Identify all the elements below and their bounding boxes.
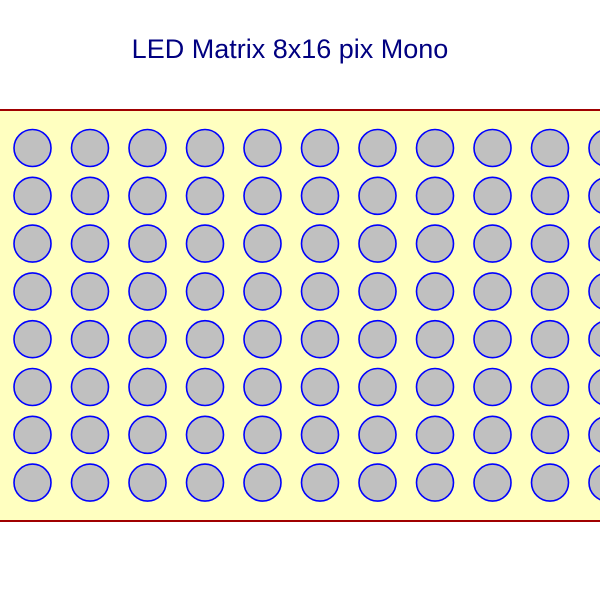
led-pixel-r7-c10: [588, 464, 600, 501]
led-pixel-r5-c3: [185, 367, 225, 407]
led-pixel-r0-c2: [128, 128, 167, 168]
led-pixel-r4-c7: [415, 319, 455, 359]
led-pixel-r0-c5: [300, 128, 340, 168]
led-pixel-r2-c10: [588, 225, 600, 262]
led-pixel-r0-c7: [415, 128, 455, 168]
led-pixel-r2-c8: [473, 224, 512, 263]
led-pixel-r2-c2: [128, 224, 167, 263]
led-pixel-r0-c9: [530, 128, 570, 168]
led-pixel-r7-c8: [473, 463, 512, 502]
led-pixel-r3-c9: [530, 272, 570, 311]
led-pixel-r7-c1: [70, 463, 110, 502]
led-pixel-r4-c1: [70, 319, 110, 359]
led-pixel-r0-c6: [358, 128, 397, 168]
led-pixel-r6-c6: [358, 415, 397, 455]
led-pixel-r6-c4: [243, 415, 282, 455]
board-background: [0, 109, 600, 522]
led-pixel-r5-c0: [13, 367, 52, 407]
led-pixel-r5-c2: [128, 367, 167, 407]
led-pixel-r3-c10: [588, 273, 600, 310]
led-pixel-r2-c4: [243, 224, 282, 263]
led-pixel-r0-c4: [243, 128, 282, 168]
led-pixel-r1-c6: [358, 176, 397, 216]
led-pixel-r6-c5: [300, 415, 340, 455]
led-pixel-r7-c2: [128, 463, 167, 502]
led-pixel-r2-c7: [415, 224, 455, 263]
led-pixel-r2-c0: [13, 224, 52, 263]
page-title: LED Matrix 8x16 pix Mono: [131, 34, 449, 64]
led-pixel-r3-c0: [13, 272, 52, 311]
led-pixel-r0-c3: [185, 128, 225, 168]
led-grid: [13, 128, 600, 502]
led-pixel-r6-c1: [70, 415, 110, 455]
led-pixel-r6-c0: [13, 415, 52, 455]
led-pixel-r3-c1: [70, 272, 110, 311]
led-pixel-r4-c10: [588, 321, 600, 357]
led-pixel-r5-c5: [300, 367, 340, 407]
led-pixel-r4-c5: [300, 319, 340, 359]
led-pixel-r3-c2: [128, 272, 167, 311]
led-pixel-r5-c8: [473, 367, 512, 407]
led-pixel-r5-c9: [530, 367, 570, 407]
led-pixel-r4-c8: [473, 319, 512, 359]
led-pixel-r0-c1: [70, 128, 110, 168]
led-pixel-r4-c3: [185, 319, 225, 359]
led-pixel-r6-c3: [185, 415, 225, 455]
led-pixel-r7-c6: [358, 463, 397, 502]
led-pixel-r6-c9: [530, 415, 570, 455]
led-pixel-r0-c10: [588, 130, 600, 166]
led-pixel-r1-c7: [415, 176, 455, 216]
led-pixel-r7-c0: [13, 463, 52, 502]
led-pixel-r4-c6: [358, 319, 397, 359]
led-pixel-r7-c3: [185, 463, 225, 502]
led-pixel-r4-c2: [128, 319, 167, 359]
led-pixel-r7-c4: [243, 463, 282, 502]
led-pixel-r5-c7: [415, 367, 455, 407]
led-pixel-r6-c2: [128, 415, 167, 455]
led-pixel-r1-c10: [588, 178, 600, 214]
led-pixel-r4-c4: [243, 319, 282, 359]
led-pixel-r3-c6: [358, 272, 397, 311]
led-pixel-r4-c9: [530, 319, 570, 359]
led-pixel-r2-c3: [185, 224, 225, 263]
led-pixel-r1-c4: [243, 176, 282, 216]
led-pixel-r3-c3: [185, 272, 225, 311]
led-pixel-r5-c10: [588, 369, 600, 405]
led-pixel-r1-c2: [128, 176, 167, 216]
led-pixel-r2-c5: [300, 224, 340, 263]
led-pixel-r2-c1: [70, 224, 110, 263]
led-pixel-r0-c0: [13, 128, 52, 168]
led-pixel-r6-c7: [415, 415, 455, 455]
led-pixel-r7-c5: [300, 463, 340, 502]
led-pixel-r2-c6: [358, 224, 397, 263]
led-pixel-r3-c7: [415, 272, 455, 311]
led-pixel-r3-c8: [473, 272, 512, 311]
led-pixel-r7-c7: [415, 463, 455, 502]
led-pixel-r1-c8: [473, 176, 512, 216]
led-pixel-r5-c6: [358, 367, 397, 407]
led-pixel-r5-c4: [243, 367, 282, 407]
led-pixel-r1-c9: [530, 176, 570, 216]
led-pixel-r6-c8: [473, 415, 512, 455]
led-pixel-r1-c1: [70, 176, 110, 216]
led-pixel-r1-c5: [300, 176, 340, 216]
led-pixel-r1-c0: [13, 176, 52, 216]
led-pixel-r3-c5: [300, 272, 340, 311]
led-pixel-r4-c0: [13, 319, 52, 359]
led-pixel-r7-c9: [530, 463, 570, 502]
led-pixel-r6-c10: [588, 417, 600, 453]
led-pixel-r1-c3: [185, 176, 225, 216]
led-pixel-r0-c8: [473, 128, 512, 168]
led-pixel-r3-c4: [243, 272, 282, 311]
led-pixel-r5-c1: [70, 367, 110, 407]
led-pixel-r2-c9: [530, 224, 570, 263]
